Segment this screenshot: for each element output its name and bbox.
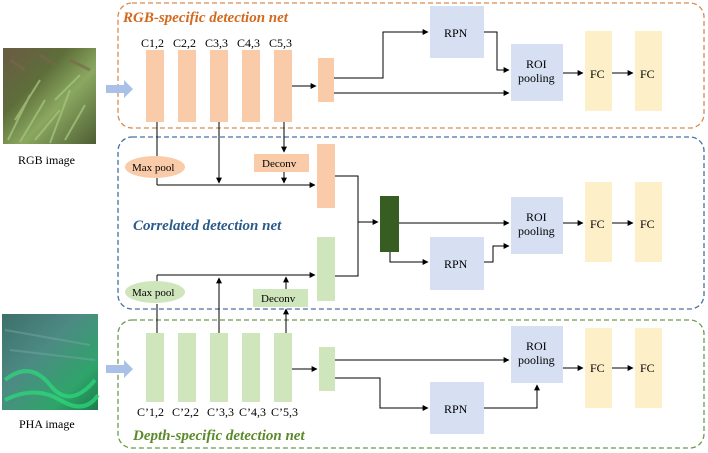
depth-fc-block-1 <box>585 328 612 408</box>
max-pool-bottom-label: Max pool <box>132 287 174 299</box>
pha-input-arrow <box>106 360 133 378</box>
rgb-fc-block-2 <box>635 31 662 111</box>
depth-roi-label-1: ROI <box>526 339 547 353</box>
depth-conv-block-5 <box>274 333 292 402</box>
correlated-net-title: Correlated detection net <box>133 218 282 234</box>
depth-conv-label-1: C’1,2 <box>137 405 164 419</box>
depth-conv-label-3: C’3,3 <box>207 405 234 419</box>
rgb-conv-label-1: C1,2 <box>141 36 164 50</box>
rgb-conv-block-4 <box>242 50 260 122</box>
depth-rpn-label: RPN <box>444 402 468 416</box>
pha-image-caption: PHA image <box>19 417 75 431</box>
max-pool-top <box>125 156 185 178</box>
rgb-fc-label-1: FC <box>590 67 605 81</box>
rgb-conv-block-5 <box>274 50 292 122</box>
depth-fc-label-2: FC <box>640 361 655 375</box>
rgb-rpn-block <box>430 6 484 58</box>
max-pool-bottom <box>125 281 185 303</box>
depth-roi-block <box>511 326 563 383</box>
correlated-net-container <box>117 136 705 310</box>
fused-feature-block <box>380 196 399 252</box>
rgb-input-image <box>3 48 96 144</box>
depth-fc-block-2 <box>635 328 662 408</box>
deconv-bottom-label: Deconv <box>261 293 296 305</box>
rgb-image-caption: RGB image <box>18 153 75 167</box>
correlated-roi-label-2: pooling <box>518 224 555 238</box>
correlated-fc-label-2: FC <box>640 217 655 231</box>
rgb-conv-block-3 <box>210 50 228 122</box>
depth-rpn-block <box>430 382 484 434</box>
depth-conv-block-3 <box>210 333 228 402</box>
correlated-fc-block-2 <box>635 182 662 262</box>
rgb-conv-block-1 <box>146 50 164 122</box>
depth-roi-label-2: pooling <box>518 353 555 367</box>
rgb-conv-block-2 <box>178 50 196 122</box>
depth-net-container <box>117 319 705 449</box>
depth-conv-block-4 <box>242 333 260 402</box>
correlated-fc-block-1 <box>585 182 612 262</box>
depth-conv-stack <box>146 333 292 402</box>
rgb-roi-label-1: ROI <box>526 57 547 71</box>
deconv-top-label: Deconv <box>262 158 297 170</box>
correlated-rpn-block <box>430 237 484 290</box>
rgb-roi-block <box>511 44 563 101</box>
max-pool-top-label: Max pool <box>132 162 174 174</box>
rgb-conv-label-2: C2,2 <box>173 36 196 50</box>
rgb-rpn-label: RPN <box>444 26 468 40</box>
rgb-conv-label-5: C5,3 <box>269 36 292 50</box>
rgb-input-arrow <box>106 80 133 98</box>
depth-conv-label-4: C’4,3 <box>239 405 266 419</box>
depth-feature-map <box>319 347 335 391</box>
rgb-net-title: RGB-specific detection net <box>122 10 289 26</box>
rgb-conv-label-3: C3,3 <box>205 36 228 50</box>
depth-conv-label-5: C’5,3 <box>271 405 298 419</box>
correlated-fc-label-1: FC <box>590 217 605 231</box>
correlated-rpn-label: RPN <box>444 257 468 271</box>
rgb-conv-label-4: C4,3 <box>237 36 260 50</box>
deconv-top-block <box>254 154 309 172</box>
rgb-fc-label-2: FC <box>640 67 655 81</box>
rgb-net-container <box>117 2 705 129</box>
correlated-depth-feature <box>317 237 335 301</box>
correlated-roi-label-1: ROI <box>526 210 547 224</box>
deconv-bottom-block <box>253 289 308 307</box>
rgb-feature-map <box>318 58 334 102</box>
depth-conv-block-2 <box>178 333 196 402</box>
depth-conv-label-2: C’2,2 <box>172 405 199 419</box>
depth-net-title: Depth-specific detection net <box>132 428 305 444</box>
rgb-conv-stack <box>146 50 292 122</box>
depth-fc-label-1: FC <box>590 361 605 375</box>
depth-conv-block-1 <box>146 333 164 402</box>
pha-input-image <box>2 314 100 410</box>
rgb-fc-block-1 <box>585 31 612 111</box>
correlated-roi-block <box>511 197 563 254</box>
correlated-rgb-feature <box>317 144 335 208</box>
rgb-roi-label-2: pooling <box>518 71 555 85</box>
